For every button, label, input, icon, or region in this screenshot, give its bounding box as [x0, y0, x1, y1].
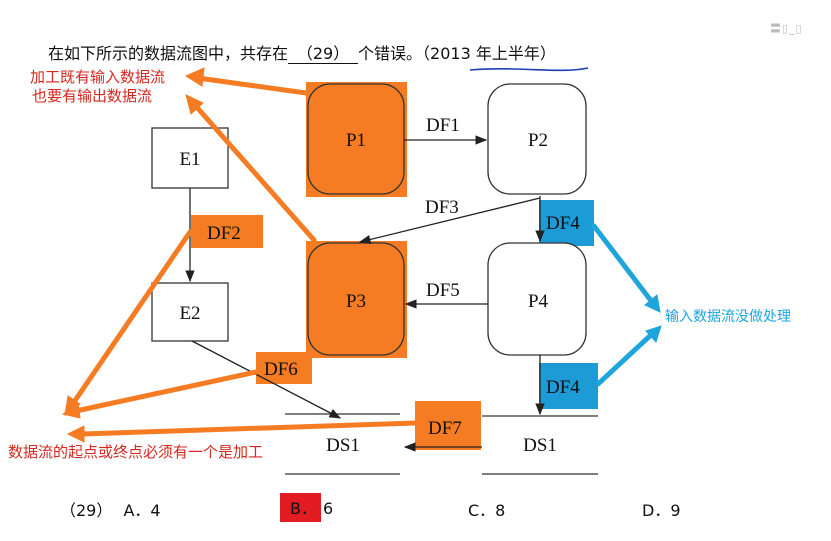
process-rule-line2: 也要有输出数据流 [32, 87, 153, 105]
flow-rule-annotation: 数据流的起点或终点必须有一个是加工 [8, 443, 264, 461]
df4-top-label: DF4 [546, 213, 580, 234]
df1-label: DF1 [426, 115, 460, 136]
df7-highlight [415, 401, 481, 450]
process-rule-annotation: 加工既有输入数据流 也要有输出数据流 [30, 68, 165, 106]
unprocessed-input-annotation: 输入数据流没做处理 [665, 309, 791, 325]
df4-top-highlight [539, 200, 594, 246]
choice-c[interactable]: C．8 [468, 501, 506, 520]
question-blank: （29） [288, 45, 359, 64]
p3-label: P3 [346, 291, 366, 312]
choices-row: （29） A．4 [60, 497, 161, 521]
df4-bottom-highlight [539, 363, 598, 409]
ds1-right-label: DS1 [523, 435, 557, 456]
p1-highlight [306, 82, 407, 197]
choice-number: （29） [60, 501, 113, 520]
p2-label: P2 [528, 130, 548, 151]
process-rule-line1: 加工既有输入数据流 [30, 68, 166, 86]
df2-label: DF2 [207, 223, 241, 244]
question-source: （2013 年上半年） [422, 44, 556, 63]
entity-e1 [151, 127, 229, 189]
choice-b[interactable]: B．6 [280, 493, 333, 522]
df3-label: DF3 [425, 197, 459, 218]
corner-mark: 〓▯_▯ [770, 22, 803, 35]
orange-annotation-arrows [61, 67, 419, 443]
question-text: 在如下所示的数据流图中，共存在（29）个错误。（2013 年上半年） [48, 40, 556, 64]
p4-label: P4 [528, 291, 549, 312]
process-p4 [487, 242, 587, 356]
choice-a[interactable]: A．4 [123, 501, 161, 520]
entity-e2 [151, 282, 229, 342]
question-suffix: 个错误。 [358, 44, 423, 63]
df2-highlight [191, 215, 263, 248]
df5-label: DF5 [426, 280, 460, 301]
df7-label: DF7 [428, 418, 462, 439]
question-prefix: 在如下所示的数据流图中，共存在 [48, 44, 289, 63]
e2-label: E2 [179, 303, 200, 324]
df6-label: DF6 [264, 359, 298, 380]
process-p2 [487, 83, 587, 195]
choice-b-highlight: B． [280, 493, 321, 522]
process-p3 [307, 242, 405, 356]
flow-df6-arrow [191, 340, 342, 419]
ds1-left-label: DS1 [326, 435, 360, 456]
p3-highlight [306, 241, 407, 358]
choice-d[interactable]: D．9 [642, 501, 681, 520]
process-p1 [307, 83, 405, 195]
blue-annotation-arrows [591, 223, 662, 387]
choice-b-value: 6 [322, 499, 334, 518]
e1-label: E1 [179, 149, 200, 170]
df4-bottom-label: DF4 [546, 377, 580, 398]
flow-df3-arrow [358, 197, 541, 245]
source-underline [469, 67, 589, 72]
p1-label: P1 [346, 130, 366, 151]
